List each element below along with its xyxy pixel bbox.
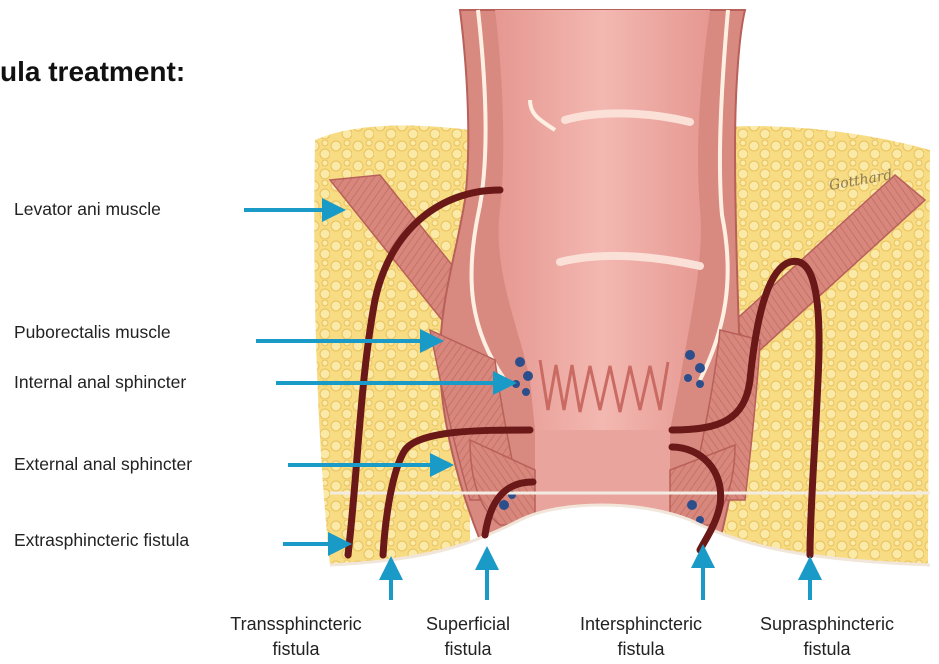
label-levator-ani-muscle: Levator ani muscle bbox=[14, 199, 161, 220]
label-internal-anal-sphincter: Internal anal sphincter bbox=[14, 372, 186, 393]
label-line: fistula bbox=[383, 637, 553, 662]
label-line: Transsphincteric bbox=[211, 612, 381, 637]
label-suprasphincteric-fistula: Suprasphincteric fistula bbox=[742, 612, 912, 662]
label-superficial-fistula: Superficial fistula bbox=[383, 612, 553, 662]
label-line: Superficial bbox=[383, 612, 553, 637]
label-transsphincteric-fistula: Transsphincteric fistula bbox=[211, 612, 381, 662]
label-intersphincteric-fistula: Intersphincteric fistula bbox=[556, 612, 726, 662]
label-extrasphincteric-fistula: Extrasphincteric fistula bbox=[14, 530, 189, 551]
label-line: fistula bbox=[742, 637, 912, 662]
label-line: fistula bbox=[211, 637, 381, 662]
label-puborectalis-muscle: Puborectalis muscle bbox=[14, 322, 171, 343]
label-external-anal-sphincter: External anal sphincter bbox=[14, 454, 192, 475]
label-line: Intersphincteric bbox=[556, 612, 726, 637]
label-line: fistula bbox=[556, 637, 726, 662]
label-line: Suprasphincteric bbox=[742, 612, 912, 637]
